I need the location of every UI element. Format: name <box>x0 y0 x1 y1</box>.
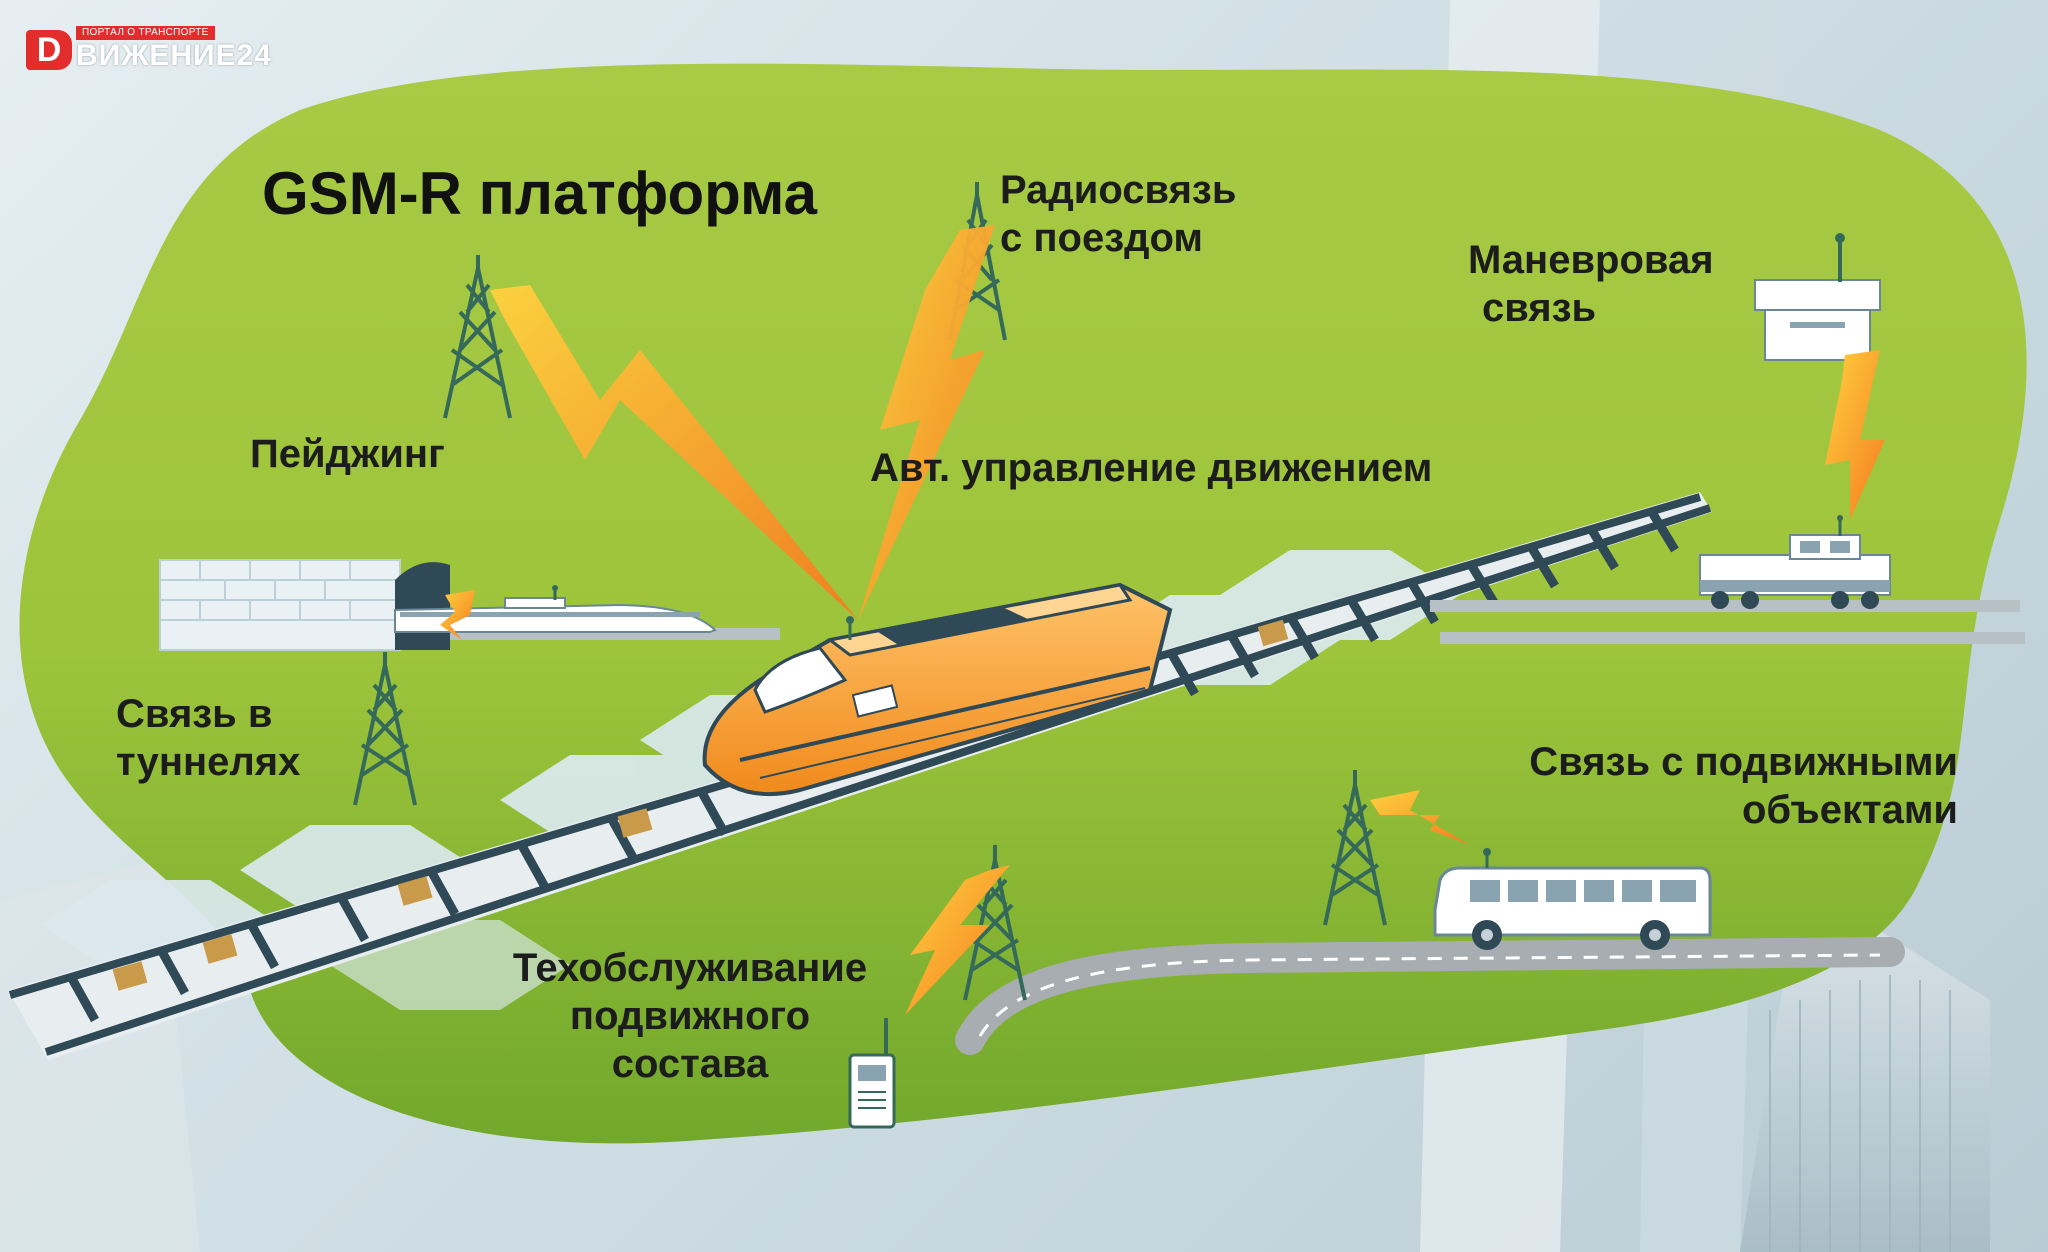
label-auto-control: Авт. управление движением <box>870 446 1433 490</box>
label-shunting-line-2: связь <box>1482 286 1597 330</box>
lightning-paging-icon <box>490 285 858 620</box>
label-radio-train-line-1: Радиосвязь <box>1000 168 1237 212</box>
label-radio-train-line-2: с поездом <box>1000 216 1203 260</box>
label-maintenance-line-1: Техобслуживание <box>512 946 868 990</box>
tower-mobile <box>1323 770 1387 926</box>
label-mobile-objects-line-1: Связь с подвижными <box>1529 740 1958 784</box>
lightning-shunting-icon <box>1825 350 1885 520</box>
label-tunnels-line-1: Связь в <box>116 692 273 736</box>
lightning-radio-icon <box>858 225 995 620</box>
label-shunting-line-1: Маневровая <box>1468 238 1714 282</box>
lightning-mobile-icon <box>1370 790 1470 845</box>
lightning-tunnel-icon <box>440 590 475 640</box>
road <box>955 937 1905 1055</box>
shunting-locomotive <box>1699 515 1891 609</box>
diagram-title: GSM-R платформа <box>262 160 817 227</box>
label-maintenance-line-3: состава <box>611 1042 769 1086</box>
tunnel-portal <box>159 559 450 651</box>
label-tunnels: Связь в туннелях <box>116 690 300 786</box>
tunnel-train <box>394 585 717 633</box>
label-maintenance: Техобслуживание подвижного состава <box>470 944 910 1088</box>
bus <box>1433 848 1712 950</box>
shunting-control-box <box>1754 233 1881 361</box>
tower-paging <box>443 255 512 419</box>
label-shunting: Маневровая связь <box>1468 236 1714 332</box>
tower-tunnel <box>353 652 417 806</box>
lightning-maintenance-icon <box>905 865 1010 1015</box>
label-tunnels-line-2: туннелях <box>116 740 301 784</box>
logo-d-mark: D <box>26 30 72 70</box>
tower-maintenance <box>963 845 1027 1001</box>
label-radio-train: Радиосвязь с поездом <box>1000 166 1236 262</box>
logo-tagline: ПОРТАЛ О ТРАНСПОРТЕ <box>76 26 215 40</box>
high-speed-train <box>702 582 1173 797</box>
label-maintenance-line-2: подвижного <box>569 994 811 1038</box>
walkie-talkie <box>848 1018 896 1129</box>
logo[interactable]: D ПОРТАЛ О ТРАНСПОРТЕ ВИЖЕНИЕ24 <box>26 24 286 76</box>
label-mobile-objects-line-2: объектами <box>1741 788 1958 832</box>
label-paging: Пейджинг <box>250 432 445 476</box>
label-mobile-objects: Связь с подвижными объектами <box>1430 738 1958 834</box>
logo-name: ВИЖЕНИЕ24 <box>76 39 272 72</box>
